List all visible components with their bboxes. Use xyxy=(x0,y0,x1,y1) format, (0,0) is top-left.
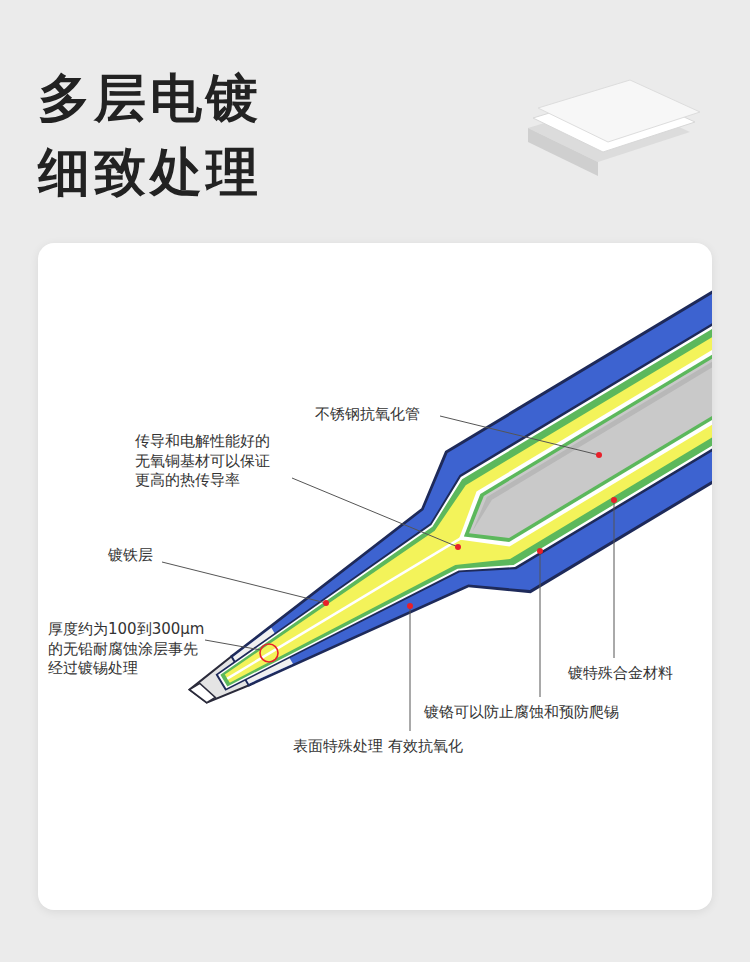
page-title: 多层电镀 细致处理 xyxy=(38,62,262,210)
part-label: 镀铬可以防止腐蚀和预防爬锡 xyxy=(424,703,619,723)
part-label: 镀铁层 xyxy=(108,546,153,566)
part-label: 表面特殊处理 有效抗氧化 xyxy=(293,737,463,757)
part-label: 不锈钢抗氧化管 xyxy=(315,405,420,425)
part-label: 镀特殊合金材料 xyxy=(568,664,673,684)
note-label: 厚度约为100到300μm 的无铅耐腐蚀涂层事先 经过镀锡处理 xyxy=(48,620,204,679)
part-label: 传导和电解性能好的 无氧铜基材可以保证 更高的热传导率 xyxy=(135,432,270,491)
